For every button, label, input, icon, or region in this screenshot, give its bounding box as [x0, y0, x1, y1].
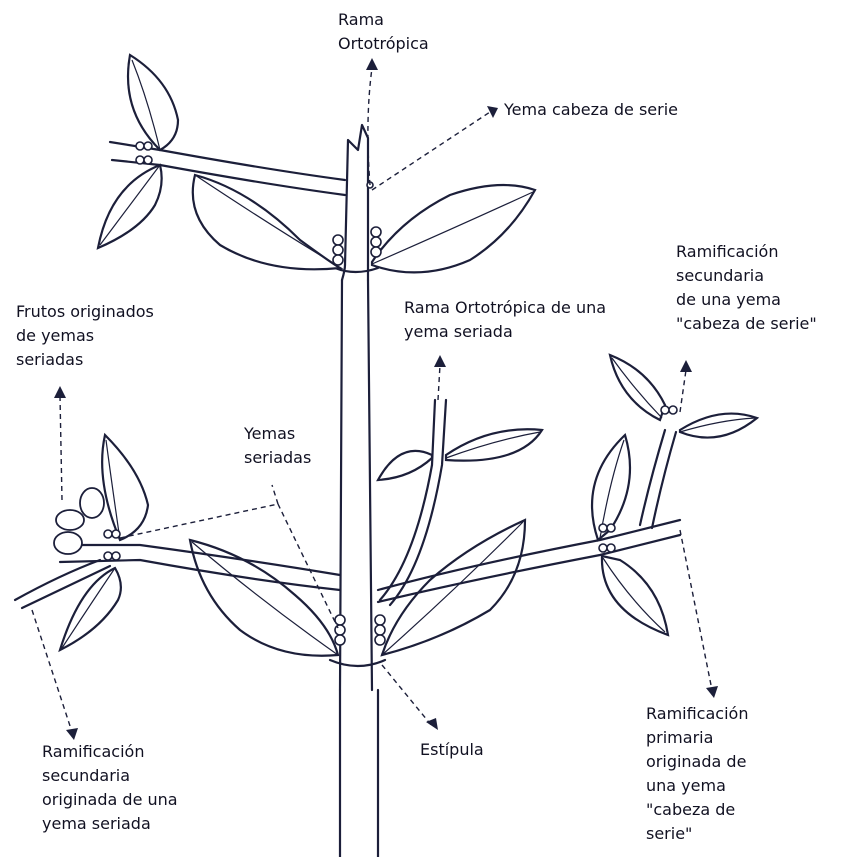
label-ramificacion-primaria: Ramificación primaria originada de una y… [646, 702, 748, 846]
label-estipula: Estípula [420, 738, 484, 762]
lower-node-leaves [190, 520, 525, 656]
label-ramificacion-secundaria-cabeza: Ramificación secundaria de una yema "cab… [676, 240, 817, 336]
upper-right-leaf [333, 182, 535, 272]
label-yemas-seriadas: Yemas seriadas [244, 422, 311, 470]
label-ramificacion-secundaria-seriada: Ramificación secundaria originada de una… [42, 740, 178, 836]
label-rama-ortotropica-yema: Rama Ortotrópica de una yema seriada [404, 296, 606, 344]
label-yema-cabeza-serie: Yema cabeza de serie [504, 98, 678, 122]
upper-left-branch [98, 55, 345, 269]
label-frutos-originados: Frutos originados de yemas seriadas [16, 300, 154, 372]
label-rama-ortotropica: Rama Ortotrópica [338, 8, 429, 56]
